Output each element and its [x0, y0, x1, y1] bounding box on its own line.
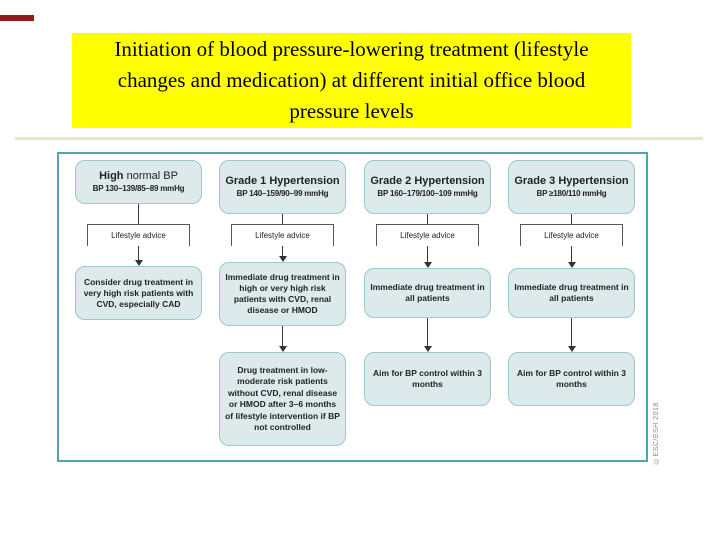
connector-line — [282, 214, 283, 224]
header-title: Grade 2 Hypertension — [370, 175, 484, 188]
connector-line — [427, 246, 428, 262]
lifestyle-advice-label: Lifestyle advice — [376, 224, 479, 246]
down-arrow-icon — [423, 346, 432, 352]
copyright-label: ©ESC/ESH 2018 — [653, 402, 660, 464]
down-arrow-icon — [567, 262, 576, 268]
header-box-grade3: Grade 3 Hypertension BP ≥180/110 mmHg — [508, 160, 635, 214]
flowchart-column-grade3: Grade 3 Hypertension BP ≥180/110 mmHg Li… — [508, 154, 635, 460]
connector-line — [571, 318, 572, 346]
connector-line — [571, 214, 572, 224]
flowchart-frame: High normal BP BP 130–139/85–89 mmHg Lif… — [57, 152, 648, 462]
header-title-bold: Grade 1 Hypertension — [225, 175, 340, 187]
down-arrow-icon — [567, 346, 576, 352]
connector-line — [427, 214, 428, 224]
down-arrow-icon — [278, 256, 287, 262]
followup-box: Drug treatment in low-moderate risk pati… — [219, 352, 346, 446]
slide-title: Initiation of blood pressure-lowering tr… — [72, 33, 631, 128]
connector-line — [427, 318, 428, 346]
header-bp-range: BP 130–139/85–89 mmHg — [92, 184, 185, 193]
down-arrow-icon — [134, 260, 143, 266]
lifestyle-advice-label: Lifestyle advice — [520, 224, 623, 246]
treatment-box: Consider drug treatment in very high ris… — [75, 266, 202, 320]
header-bp-range: BP 160–179/100–109 mmHg — [377, 189, 478, 198]
header-title-rest: normal BP — [126, 170, 178, 182]
flowchart-column-high-normal-bp: High normal BP BP 130–139/85–89 mmHg Lif… — [75, 154, 202, 460]
header-title-bold: Grade 2 Hypertension — [370, 175, 485, 187]
header-title-bold: High — [99, 170, 124, 182]
horizontal-divider — [15, 137, 703, 140]
slide-title-line3: pressure levels — [289, 99, 414, 123]
connector-line — [571, 246, 572, 262]
slide-title-line2: changes and medication) at different ini… — [117, 68, 586, 92]
flowchart-column-grade2: Grade 2 Hypertension BP 160–179/100–109 … — [364, 154, 491, 460]
header-box-high-normal-bp: High normal BP BP 130–139/85–89 mmHg — [75, 160, 202, 204]
connector-line — [282, 326, 283, 346]
treatment-box: Immediate drug treatment in all patients — [508, 268, 635, 318]
slide-accent-mark — [0, 15, 34, 21]
flowchart-column-grade1: Grade 1 Hypertension BP 140–159/90–99 mm… — [219, 154, 346, 460]
down-arrow-icon — [278, 346, 287, 352]
treatment-box: Immediate drug treatment in high or very… — [219, 262, 346, 326]
header-box-grade2: Grade 2 Hypertension BP 160–179/100–109 … — [364, 160, 491, 214]
header-bp-range: BP ≥180/110 mmHg — [536, 189, 607, 198]
treatment-box: Immediate drug treatment in all patients — [364, 268, 491, 318]
header-box-grade1: Grade 1 Hypertension BP 140–159/90–99 mm… — [219, 160, 346, 214]
slide-title-line1: Initiation of blood pressure-lowering tr… — [114, 37, 589, 61]
connector-line — [138, 204, 139, 224]
lifestyle-advice-label: Lifestyle advice — [231, 224, 334, 246]
connector-line — [282, 246, 283, 256]
down-arrow-icon — [423, 262, 432, 268]
header-title: Grade 1 Hypertension — [225, 175, 339, 188]
followup-box: Aim for BP control within 3 months — [508, 352, 635, 406]
header-bp-range: BP 140–159/90–99 mmHg — [236, 189, 329, 198]
header-title-bold: Grade 3 Hypertension — [514, 175, 629, 187]
header-title: High normal BP — [99, 170, 178, 183]
header-title: Grade 3 Hypertension — [514, 175, 628, 188]
connector-line — [138, 246, 139, 260]
lifestyle-advice-label: Lifestyle advice — [87, 224, 190, 246]
followup-box: Aim for BP control within 3 months — [364, 352, 491, 406]
